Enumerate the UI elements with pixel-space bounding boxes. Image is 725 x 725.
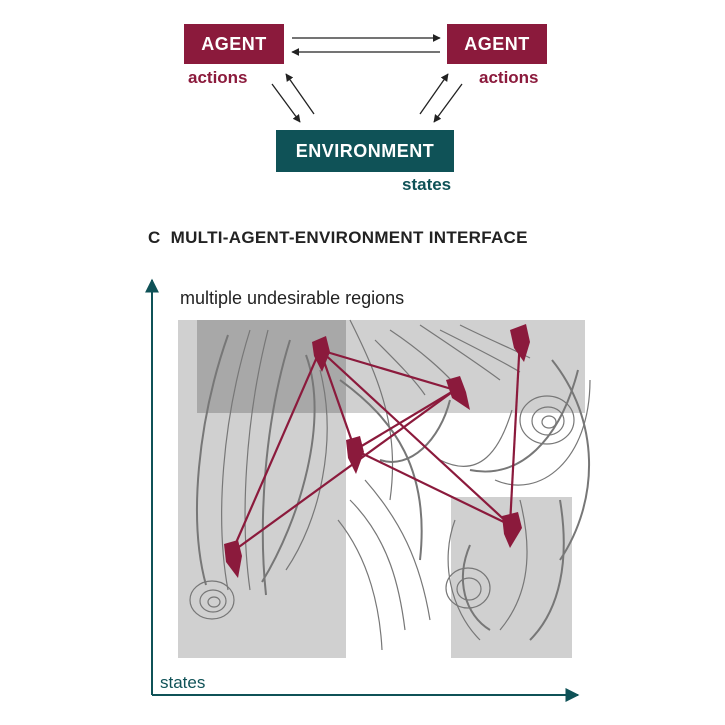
actions-right-label: actions [479,68,539,87]
agent-left-box: AGENT [184,24,284,64]
panel-title: C MULTI-AGENT-ENVIRONMENT INTERFACE [148,228,528,247]
environment-label: ENVIRONMENT [295,140,435,161]
agent-marker [510,324,530,362]
agent-left-label: AGENT [201,33,267,54]
actions-left-label: actions [188,68,248,87]
states-label: states [402,175,452,194]
agent-right-box: AGENT [447,24,547,64]
interaction-arrows [271,34,463,123]
agent-marker [346,436,364,474]
agent-marker [502,512,522,548]
agent-marker [224,540,242,578]
agent-right-label: AGENT [464,33,530,54]
agent-marker [446,376,470,410]
x-axis-label: states [160,673,206,692]
environment-box: ENVIRONMENT [276,130,454,172]
agents [224,324,530,578]
agent-links [230,337,522,553]
agent-marker [312,336,330,372]
axes [145,278,580,702]
region-caption: multiple undesirable regions [180,288,405,308]
